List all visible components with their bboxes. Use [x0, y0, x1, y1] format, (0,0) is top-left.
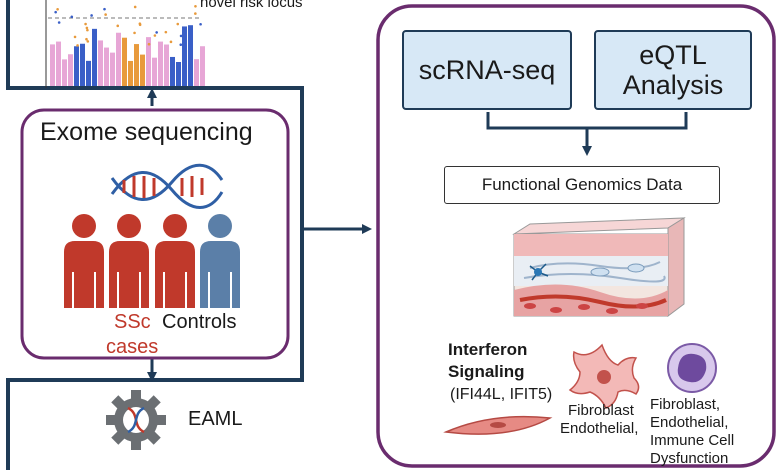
- manhattan-point: [194, 12, 197, 15]
- dysfunction-label-line1: Fibroblast,: [650, 396, 721, 413]
- fibroblast-label-line1: Fibroblast: [568, 402, 634, 419]
- manhattan-bar: [188, 25, 193, 87]
- manhattan-bar: [92, 28, 97, 86]
- functional-genomics-box: Functional Genomics Data: [444, 166, 720, 204]
- manhattan-bar: [116, 32, 121, 86]
- spindle-fibroblast-illustration: [443, 415, 553, 435]
- manhattan-bar: [128, 60, 133, 86]
- interferon-genes: (IFI44L, IFIT5): [450, 386, 553, 403]
- dysfunction-label-line4: Dysfunction: [650, 450, 729, 467]
- control-person-icon: [200, 214, 240, 308]
- manhattan-point: [56, 7, 59, 11]
- manhattan-bar: [80, 43, 85, 86]
- exome-panel: [20, 108, 290, 360]
- manhattan-point: [133, 5, 137, 9]
- ssc-cases-figures: [64, 214, 195, 308]
- interferon-title-line1: Interferon: [448, 340, 528, 359]
- interferon-title-line2: Signaling: [448, 362, 525, 381]
- manhattan-bar: [164, 44, 169, 86]
- manhattan-bar: [62, 59, 67, 86]
- manhattan-point: [138, 23, 142, 27]
- manhattan-bar: [182, 26, 187, 86]
- manhattan-point: [76, 44, 79, 47]
- ssc-cases-label-line1: SSc: [114, 311, 151, 333]
- manhattan-bar: [56, 41, 61, 86]
- manhattan-bar: [176, 61, 181, 86]
- ssc-cases-label-line2: cases: [106, 336, 159, 358]
- immune-cell-illustration: [667, 343, 717, 393]
- manhattan-point: [179, 43, 183, 47]
- manhattan-bar: [68, 54, 73, 86]
- manhattan-point: [153, 34, 157, 37]
- manhattan-point: [164, 30, 168, 34]
- case-person-icon: [109, 214, 149, 308]
- manhattan-point: [57, 21, 61, 24]
- dysfunction-label-line3: Immune Cell: [650, 432, 735, 449]
- manhattan-point: [73, 35, 77, 39]
- scrna-seq-box: scRNA-seq: [402, 30, 572, 110]
- scrna-seq-label: scRNA-seq: [418, 55, 556, 85]
- tissue-cross-section-illustration: [512, 217, 686, 317]
- dysfunction-label-line2: Endothelial,: [650, 414, 729, 431]
- left-frame: [6, 0, 304, 470]
- eqtl-label-line2: Analysis: [622, 70, 724, 100]
- manhattan-plot: [45, 0, 205, 88]
- manhattan-point: [155, 31, 158, 34]
- manhattan-point: [147, 42, 151, 46]
- manhattan-bar: [98, 40, 103, 86]
- manhattan-point: [104, 13, 107, 16]
- manhattan-bar: [146, 37, 151, 86]
- manhattan-point: [85, 37, 88, 41]
- eqtl-label-line1: eQTL: [639, 40, 707, 70]
- manhattan-point: [85, 26, 89, 30]
- manhattan-bars: [50, 4, 205, 87]
- manhattan-bar: [152, 57, 157, 86]
- manhattan-bar: [110, 52, 115, 86]
- controls-label: Controls: [162, 311, 237, 333]
- exome-sequencing-title: Exome sequencing: [40, 118, 253, 146]
- stellate-fibroblast-illustration: [568, 343, 640, 409]
- manhattan-point: [179, 34, 183, 38]
- manhattan-bar: [170, 56, 175, 86]
- assay-connector: [486, 112, 688, 156]
- manhattan-bar: [158, 41, 163, 86]
- left-frame-outline: [6, 0, 304, 470]
- manhattan-point: [86, 28, 89, 32]
- manhattan-point: [86, 40, 90, 43]
- manhattan-point: [70, 15, 74, 19]
- manhattan-bar: [194, 59, 199, 86]
- manhattan-bar: [122, 37, 127, 86]
- case-person-icon: [155, 214, 195, 308]
- eaml-label: EAML: [188, 408, 243, 430]
- manhattan-point: [194, 4, 197, 8]
- manhattan-point: [133, 31, 136, 35]
- manhattan-bar: [74, 46, 79, 86]
- manhattan-bar: [200, 46, 205, 86]
- manhattan-point: [54, 10, 57, 14]
- manhattan-bar: [104, 47, 109, 86]
- novel-risk-locus-annotation: novel risk locus: [200, 0, 303, 11]
- manhattan-point: [116, 24, 120, 28]
- functional-genomics-label: Functional Genomics Data: [481, 175, 683, 194]
- manhattan-point: [169, 40, 173, 44]
- manhattan-bar: [140, 54, 145, 86]
- manhattan-point: [103, 7, 106, 11]
- gear-dna-icon: [106, 390, 166, 450]
- manhattan-point: [176, 22, 180, 26]
- manhattan-bar: [50, 44, 55, 86]
- manhattan-bar: [86, 60, 91, 86]
- dna-helix-icon: [110, 163, 224, 209]
- fibroblast-label-line2: Endothelial,: [560, 420, 639, 437]
- manhattan-point: [90, 14, 93, 17]
- manhattan-point: [199, 22, 202, 26]
- manhattan-point: [84, 22, 87, 26]
- case-person-icon: [64, 214, 104, 308]
- manhattan-bar: [134, 44, 139, 86]
- eqtl-analysis-box: eQTL Analysis: [594, 30, 752, 110]
